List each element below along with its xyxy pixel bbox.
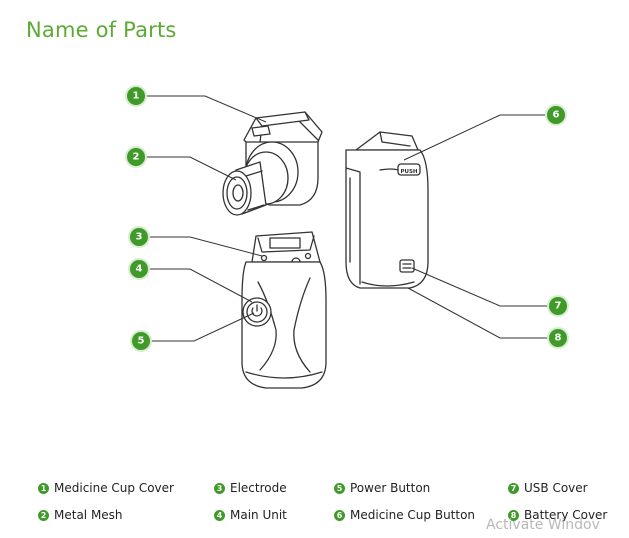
callout-2: 2 — [125, 146, 147, 168]
medicine-cup-illustration — [222, 111, 323, 216]
legend-item-medicine-cup-button: 6 Medicine Cup Button — [334, 508, 475, 522]
svg-text:2: 2 — [133, 152, 140, 163]
legend-number-badge: 4 — [214, 509, 225, 521]
svg-text:7: 7 — [555, 301, 562, 312]
svg-text:1: 1 — [133, 91, 140, 102]
callout-8: 8 — [547, 327, 569, 349]
callout-3: 3 — [128, 226, 150, 248]
callout-6: 6 — [545, 104, 567, 126]
legend-item-metal-mesh: 2 Metal Mesh — [38, 508, 123, 522]
legend-label: USB Cover — [524, 481, 588, 495]
legend-item-medicine-cup-cover: 1 Medicine Cup Cover — [38, 481, 174, 495]
legend-label: Main Unit — [230, 508, 287, 522]
legend-number-badge: 5 — [334, 482, 345, 494]
svg-text:4: 4 — [136, 264, 143, 275]
legend-label: Electrode — [230, 481, 287, 495]
legend-number-badge: 2 — [38, 509, 49, 521]
legend-number-badge: 7 — [508, 482, 519, 494]
legend-item-main-unit: 4 Main Unit — [214, 508, 287, 522]
callout-5: 5 — [130, 330, 152, 352]
legend-item-battery-cover: 8 Battery Cover — [508, 508, 607, 522]
callout-7: 7 — [547, 295, 569, 317]
legend-label: Metal Mesh — [54, 508, 123, 522]
legend-number-badge: 1 — [38, 482, 49, 494]
legend-item-power-button: 5 Power Button — [334, 481, 430, 495]
legend-item-usb-cover: 7 USB Cover — [508, 481, 588, 495]
svg-text:3: 3 — [136, 232, 143, 243]
callout-badges: 1 2 3 4 5 6 7 8 — [125, 85, 569, 352]
page-title: Name of Parts — [26, 18, 177, 42]
leader-lines — [145, 95, 549, 342]
activation-watermark: Activate Windov — [486, 517, 600, 533]
legend-label: Medicine Cup Button — [350, 508, 476, 522]
legend-number-badge: 3 — [214, 482, 225, 494]
legend-label: Battery Cover — [524, 508, 608, 522]
legend-number-badge: 8 — [508, 509, 519, 521]
main-unit-rear-illustration — [345, 131, 429, 289]
legend-number-badge: 6 — [334, 509, 345, 521]
parts-diagram: PUSH 1 2 3 4 5 — [125, 85, 569, 389]
legend-item-electrode: 3 Electrode — [214, 481, 287, 495]
legend-label: Power Button — [350, 481, 431, 495]
legend-label: Medicine Cup Cover — [54, 481, 174, 495]
svg-text:5: 5 — [138, 336, 145, 347]
svg-text:8: 8 — [555, 333, 562, 344]
svg-text:6: 6 — [553, 110, 560, 121]
callout-4: 4 — [128, 258, 150, 280]
push-label: PUSH — [400, 169, 417, 175]
callout-1: 1 — [125, 85, 147, 107]
main-unit-front-illustration — [241, 231, 327, 389]
